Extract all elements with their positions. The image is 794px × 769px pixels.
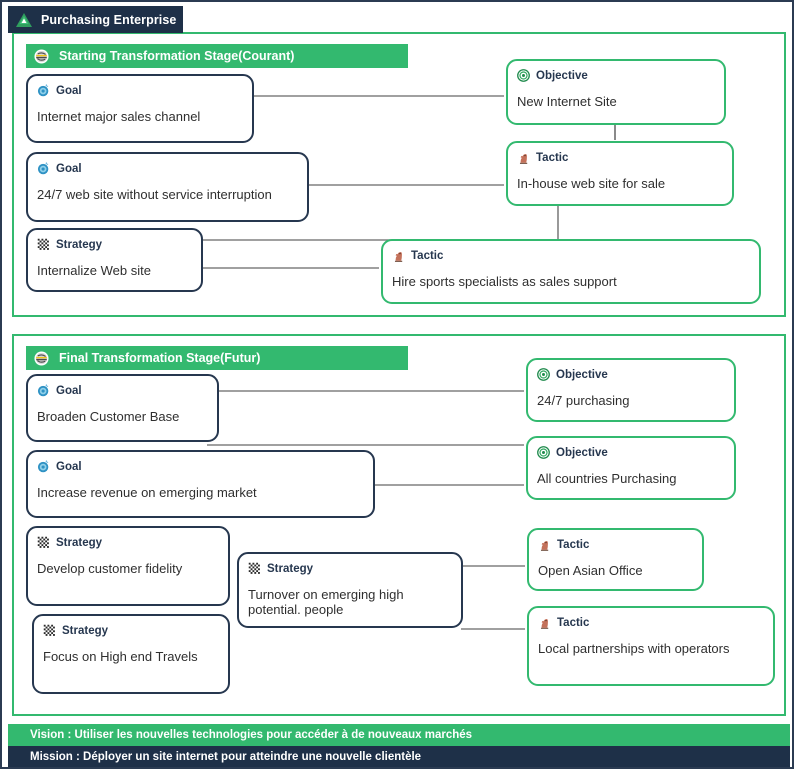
stage-header-starting: Starting Transformation Stage(Courant) [26, 44, 408, 68]
node-kind-label: Goal [56, 162, 82, 175]
node-kind-label: Goal [56, 384, 82, 397]
mission-bar: Mission : Déployer un site internet pour… [8, 746, 790, 767]
node-text: Turnover on emerging high potential. peo… [248, 587, 404, 618]
node-header: Strategy [37, 535, 219, 550]
node-text: Internet major sales channel [37, 109, 201, 124]
node-goal-increase-revenue[interactable]: Goal Increase revenue on emerging market [26, 450, 375, 518]
stage-panel-starting: Starting Transformation Stage(Courant) G… [12, 32, 786, 317]
node-text: Internalize Web site [37, 263, 151, 278]
node-text: 24/7 purchasing [537, 393, 630, 408]
node-header: Goal [37, 161, 298, 176]
node-kind-label: Strategy [56, 536, 103, 549]
strategy-icon [37, 238, 50, 251]
objective-icon [537, 368, 550, 381]
node-text: Hire sports specialists as sales support [392, 274, 617, 289]
stage-panel-final: Final Transformation Stage(Futur) Goal B… [12, 334, 786, 716]
node-strategy-internalize-web-site[interactable]: Strategy Internalize Web site [26, 228, 203, 292]
node-text: New Internet Site [517, 94, 617, 109]
node-header: Strategy [248, 561, 452, 576]
tactic-icon [538, 538, 551, 551]
node-tactic-open-asian-office[interactable]: Tactic Open Asian Office [527, 528, 704, 591]
node-strategy-focus-high-end-travels[interactable]: Strategy Focus on High end Travels [32, 614, 230, 694]
node-text: All countries Purchasing [537, 471, 677, 486]
node-text: In-house web site for sale [517, 176, 666, 191]
node-strategy-develop-customer-fidelity[interactable]: Strategy Develop customer fidelity [26, 526, 230, 606]
node-goal-broaden-customer-base[interactable]: Goal Broaden Customer Base [26, 374, 219, 442]
goal-icon [37, 162, 50, 175]
app-title: Purchasing Enterprise [41, 12, 177, 27]
strategy-icon [43, 624, 56, 637]
node-kind-label: Strategy [267, 562, 314, 575]
node-kind-label: Goal [56, 460, 82, 473]
node-kind-label: Objective [536, 69, 588, 82]
node-header: Goal [37, 83, 243, 98]
node-kind-label: Tactic [557, 538, 590, 551]
node-header: Objective [537, 445, 725, 460]
node-tactic-hire-sports-specialists[interactable]: Tactic Hire sports specialists as sales … [381, 239, 761, 304]
node-strategy-turnover-emerging-high-potential[interactable]: Strategy Turnover on emerging high poten… [237, 552, 463, 628]
node-header: Objective [537, 367, 725, 382]
objective-icon [517, 69, 530, 82]
node-objective-24-7-purchasing[interactable]: Objective 24/7 purchasing [526, 358, 736, 422]
stage-title-starting: Starting Transformation Stage(Courant) [59, 49, 295, 63]
stage-title-final: Final Transformation Stage(Futur) [59, 351, 261, 365]
tactic-icon [538, 616, 551, 629]
stage-icon [34, 48, 49, 64]
node-goal-internet-major-sales-channel[interactable]: Goal Internet major sales channel [26, 74, 254, 143]
node-kind-label: Objective [556, 368, 608, 381]
node-kind-label: Strategy [62, 624, 109, 637]
node-goal-24-7-web-site[interactable]: Goal 24/7 web site without service inter… [26, 152, 309, 222]
node-text: Focus on High end Travels [43, 649, 198, 664]
node-header: Goal [37, 459, 364, 474]
node-header: Strategy [43, 623, 219, 638]
node-text: Develop customer fidelity [37, 561, 183, 576]
node-header: Tactic [538, 537, 693, 552]
node-kind-label: Tactic [536, 151, 569, 164]
strategy-icon [37, 536, 50, 549]
vision-bar: Vision : Utiliser les nouvelles technolo… [8, 724, 790, 746]
node-tactic-in-house-web-site[interactable]: Tactic In-house web site for sale [506, 141, 734, 206]
node-kind-label: Objective [556, 446, 608, 459]
node-tactic-local-partnerships[interactable]: Tactic Local partnerships with operators [527, 606, 775, 686]
node-text: Broaden Customer Base [37, 409, 180, 424]
node-objective-new-internet-site[interactable]: Objective New Internet Site [506, 59, 726, 125]
goal-icon [37, 384, 50, 397]
node-text: Increase revenue on emerging market [37, 485, 257, 500]
goal-icon [37, 84, 50, 97]
tactic-icon [392, 249, 405, 262]
node-header: Objective [517, 68, 715, 83]
node-kind-label: Tactic [557, 616, 590, 629]
node-objective-all-countries-purchasing[interactable]: Objective All countries Purchasing [526, 436, 736, 500]
triangle-icon [16, 12, 32, 27]
node-header: Tactic [517, 150, 723, 165]
node-text: Local partnerships with operators [538, 641, 730, 656]
node-kind-label: Strategy [56, 238, 103, 251]
strategy-icon [248, 562, 261, 575]
mission-text: Mission : Déployer un site internet pour… [30, 751, 422, 763]
objective-icon [537, 446, 550, 459]
node-kind-label: Tactic [411, 249, 444, 262]
node-header: Strategy [37, 237, 192, 252]
node-text: 24/7 web site without service interrupti… [37, 187, 272, 202]
node-kind-label: Goal [56, 84, 82, 97]
node-header: Goal [37, 383, 208, 398]
vision-text: Vision : Utiliser les nouvelles technolo… [30, 729, 473, 741]
node-header: Tactic [538, 615, 764, 630]
stage-icon [34, 350, 49, 366]
tactic-icon [517, 151, 530, 164]
app-title-bar: Purchasing Enterprise [8, 6, 183, 33]
node-header: Tactic [392, 248, 750, 263]
goal-icon [37, 460, 50, 473]
node-text: Open Asian Office [538, 563, 643, 578]
stage-header-final: Final Transformation Stage(Futur) [26, 346, 408, 370]
